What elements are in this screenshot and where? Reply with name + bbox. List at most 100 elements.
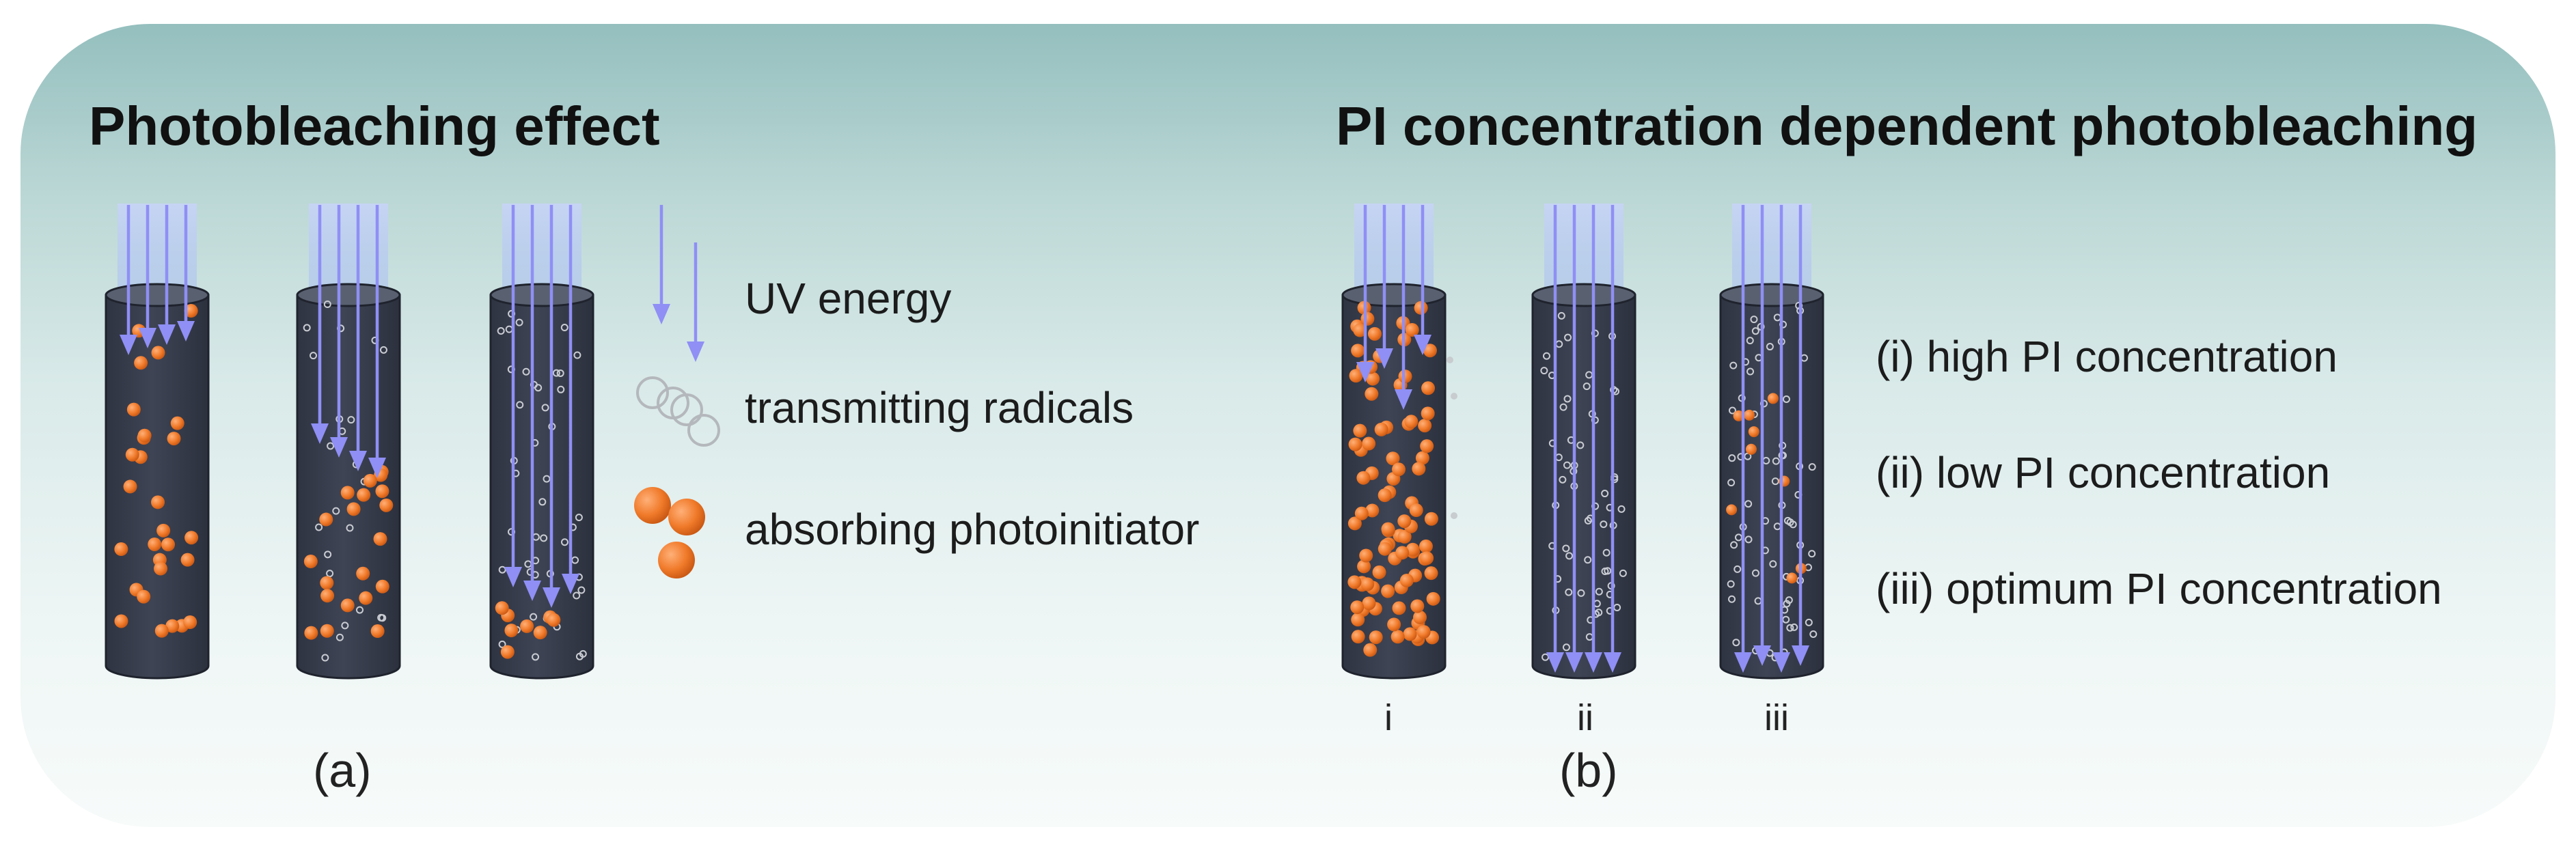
radical — [552, 369, 560, 377]
radical — [1584, 516, 1592, 525]
radical — [1750, 316, 1758, 324]
photoinitiator-particle — [1426, 591, 1440, 606]
photoinitiator-particle — [184, 304, 198, 318]
uv-arrow — [158, 205, 176, 345]
photoinitiator-particle — [504, 624, 519, 638]
photoinitiator-particle — [1424, 566, 1438, 581]
radical — [346, 524, 354, 532]
photoinitiator-particle — [379, 498, 394, 512]
radical — [543, 475, 551, 483]
photoinitiator-particle — [1405, 323, 1419, 337]
photoinitiator-particle — [1351, 344, 1365, 358]
radical — [1601, 490, 1609, 498]
photoinitiator-particle — [137, 428, 152, 443]
photoinitiator-particle — [1365, 387, 1379, 401]
radical — [1730, 541, 1738, 549]
panel-a-title: Photobleaching effect — [89, 96, 660, 156]
photoinitiator-particle — [320, 624, 334, 638]
photoinitiator-particle — [375, 484, 389, 499]
legend-photoinitiator-icon — [634, 487, 705, 578]
photoinitiator-particle — [357, 488, 371, 502]
photoinitiator-particle — [1397, 514, 1412, 529]
photoinitiator-particle — [1767, 393, 1779, 404]
radical — [1576, 441, 1585, 449]
photoinitiator-particle — [1409, 503, 1423, 518]
legend-radical-icon — [636, 376, 720, 447]
photoinitiator-particle — [375, 579, 389, 594]
radical — [541, 404, 549, 412]
photoinitiator-particle — [156, 523, 171, 538]
tube-b3 — [1719, 204, 1824, 680]
radical — [1790, 623, 1798, 631]
photoinitiator-particle — [1404, 415, 1419, 429]
photoinitiator-particle — [500, 645, 515, 659]
tube-label-ii: ii — [1577, 697, 1593, 738]
photoinitiator-particle — [151, 495, 165, 510]
radical — [573, 591, 581, 600]
photoinitiator-particle — [320, 576, 334, 590]
photoinitiator-particle — [1410, 599, 1425, 613]
photoinitiator-particle — [373, 532, 387, 546]
tube-body — [1719, 294, 1824, 680]
photoinitiator-particle — [151, 346, 165, 360]
radical — [530, 613, 538, 621]
tube-b2 — [1531, 204, 1636, 680]
radical — [575, 514, 583, 522]
photoinitiator-particle — [346, 502, 361, 516]
photoinitiator-particle — [1415, 451, 1429, 465]
legend-high-pi: (i) high PI concentration — [1876, 332, 2338, 381]
photoinitiator-particle — [1423, 344, 1437, 358]
photoinitiator-particle — [1395, 546, 1410, 560]
radical — [326, 570, 334, 578]
photoinitiator-particle — [1351, 630, 1365, 644]
radical — [1809, 630, 1818, 638]
photoinitiator-particle — [167, 432, 181, 446]
tube-body — [105, 294, 210, 680]
radical — [310, 352, 318, 360]
radical — [1727, 580, 1735, 588]
radical — [1559, 475, 1567, 484]
uv-arrow — [177, 205, 195, 341]
radical — [1565, 588, 1573, 596]
radical — [1582, 382, 1591, 391]
uv-arrow — [1585, 205, 1602, 673]
photoinitiator-particle — [1419, 539, 1433, 553]
tube-b1 — [1341, 204, 1457, 680]
photoinitiator-particle — [533, 626, 547, 640]
radical — [332, 507, 340, 515]
uv-arrow — [368, 205, 386, 478]
photoinitiator-particle — [1360, 577, 1375, 591]
photoinitiator-particle — [1392, 601, 1406, 615]
photoinitiator-particle — [340, 486, 355, 500]
photoinitiator-particle — [1387, 617, 1401, 632]
photoinitiator-particle — [1786, 572, 1798, 584]
stray-radical — [1447, 357, 1453, 363]
photoinitiator-particle — [170, 416, 184, 430]
uv-arrow — [1375, 205, 1393, 369]
photoinitiator-particle — [1367, 326, 1382, 341]
radical — [1786, 624, 1794, 632]
photoinitiator-particle — [363, 473, 377, 488]
radical — [1564, 333, 1572, 341]
photoinitiator-particle — [1403, 627, 1417, 641]
radical — [498, 640, 506, 648]
radical — [1746, 367, 1755, 376]
radical — [557, 385, 565, 393]
radical — [540, 534, 548, 542]
radical — [1727, 479, 1736, 487]
legend-photoinitiator-label: absorbing photoinitiator — [745, 505, 1200, 554]
tube-label-iii: iii — [1764, 697, 1789, 738]
tube-top — [1719, 283, 1824, 307]
uv-arrow — [562, 205, 579, 594]
figure-panel — [20, 24, 2556, 827]
photoinitiator-particle — [1397, 529, 1412, 544]
radical — [556, 369, 564, 377]
radical — [1728, 454, 1736, 462]
radical — [315, 523, 323, 531]
radical — [1766, 343, 1774, 351]
radical — [1805, 618, 1813, 626]
photoinitiator-particle — [356, 566, 370, 581]
radical — [379, 346, 387, 354]
photoinitiator-particle — [1398, 369, 1412, 384]
